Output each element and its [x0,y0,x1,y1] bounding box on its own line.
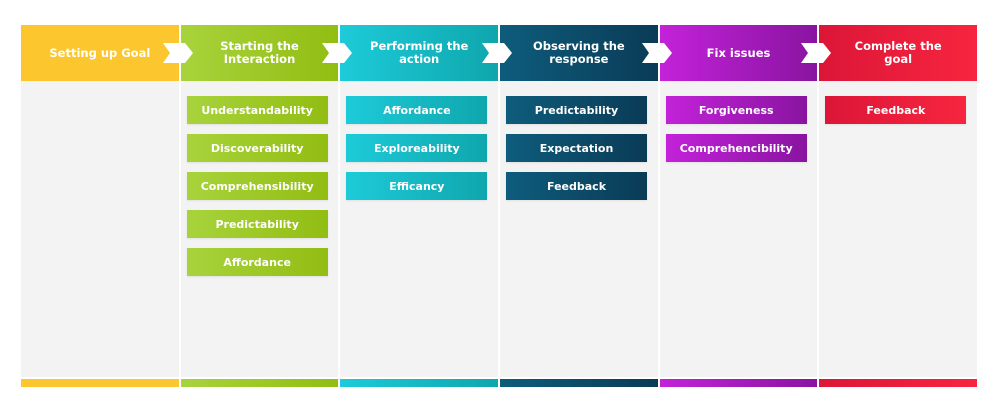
principle-card: Discoverability [186,134,328,162]
stage-footer-bar [500,379,658,387]
stage-title: Complete the goal [854,39,942,66]
principle-card: Feedback [506,172,648,200]
stage-header: Setting up Goal [21,25,193,81]
chevron-right-icon [482,43,513,63]
principle-card: Predictability [186,210,328,238]
stage-title: Observing the response [533,39,625,66]
principle-card: Understandability [186,96,328,124]
stage-header: Performing the action [340,25,513,81]
stage-body [21,81,179,377]
principle-card: Efficancy [346,172,488,200]
stage-title: Starting the Interaction [220,39,299,66]
principle-card: Expectation [506,134,648,162]
stage-footer-bar [340,379,499,387]
stage-footer-bar [21,379,179,387]
principle-card: Affordance [346,96,488,124]
chevron-right-icon [322,43,353,63]
stage-header: Starting the Interaction [180,25,353,81]
stage-title: Setting up Goal [49,45,151,60]
chevron-right-icon [641,43,672,63]
stage-header: Complete the goal [819,25,978,81]
principle-card: Feedback [825,96,967,124]
stage-footer-bar [180,379,339,387]
stage-column: Setting up Goal [21,25,193,387]
principle-card: Forgiveness [665,96,807,124]
stage-header: Fix issues [659,25,832,81]
principle-card: Affordance [186,248,328,276]
principle-card: Predictability [506,96,648,124]
chevron-right-icon [162,43,193,63]
stage-footer-bar [659,379,818,387]
stage-body: Feedback [819,81,978,377]
stage-footer-bar [819,379,978,387]
stage-title: Performing the action [370,39,469,66]
principle-card: Exploreability [346,134,488,162]
chevron-right-icon [801,43,832,63]
principle-card: Comprehencibility [665,134,807,162]
stage-title: Fix issues [706,45,771,60]
stage-header: Observing the response [500,25,672,81]
principle-card: Comprehensibility [186,172,328,200]
